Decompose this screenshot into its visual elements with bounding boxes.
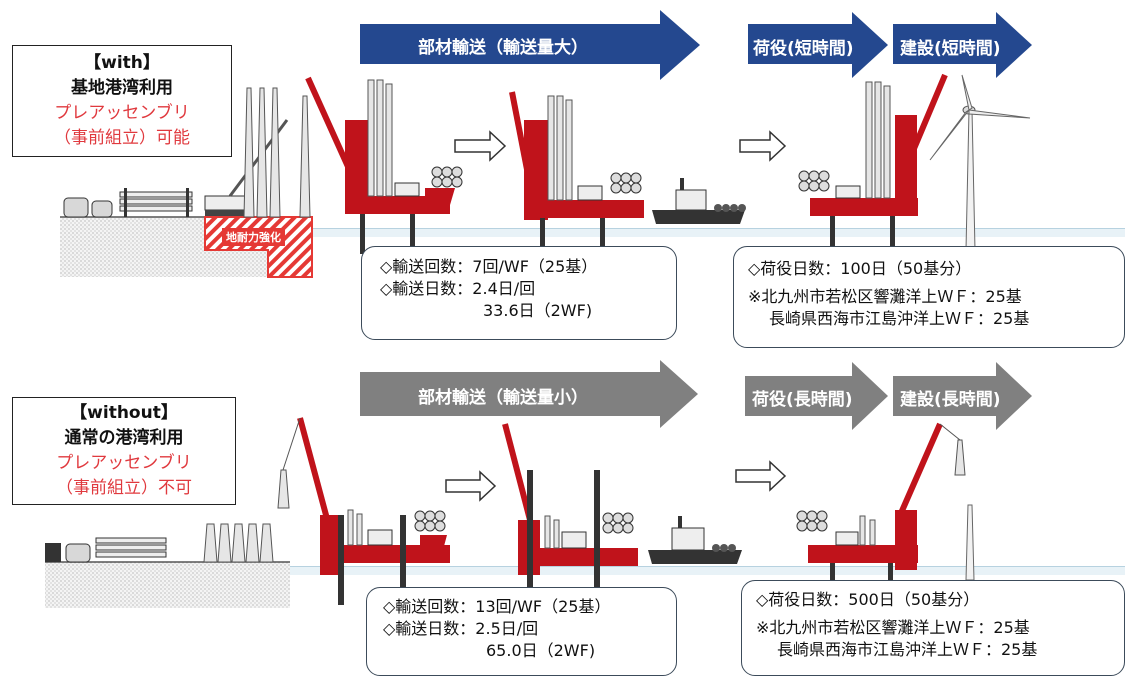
bottom-build-arrow-label: 建設(長時間) — [900, 390, 1001, 410]
top-step-arrow-2 — [739, 130, 787, 162]
top-blade-stack — [119, 188, 193, 217]
top-scenario-label: 【with】 基地港湾利用 プレアッセンブリ （事前組立）可能 — [12, 45, 232, 157]
top-transport-info-box: ◇輸送回数：7回/WF（25基） ◇輸送日数：2.4日/回 33.6日（2WF) — [361, 246, 677, 340]
bottom-step-arrow-2 — [735, 460, 787, 492]
bottom-transport-days: ◇輸送日数：2.5日/回 — [383, 619, 539, 638]
bottom-water — [290, 567, 1125, 575]
bottom-tower-sections — [203, 523, 274, 563]
top-arrow-build — [893, 12, 1032, 78]
bottom-bollard — [45, 543, 61, 562]
top-wind-turbine — [929, 74, 1031, 251]
bottom-transport-count: ◇輸送回数：13回/WF（25基） — [383, 597, 611, 616]
top-scenario-preassembly-status: （事前組立）可能 — [54, 128, 190, 148]
top-step-arrow-1 — [454, 130, 507, 162]
bottom-quay-crane — [277, 417, 333, 531]
top-transport-days: ◇輸送日数：2.4日/回 — [380, 279, 536, 298]
top-sep-vessel-3 — [798, 73, 948, 256]
bottom-turbine-tower — [965, 504, 975, 581]
bottom-site-2: 長崎県西海市江島沖洋上ＷＦ：25基 — [777, 640, 1038, 659]
bottom-transport-info-box: ◇輸送回数：13回/WF（25基） ◇輸送日数：2.5日/回 65.0日（2WF… — [366, 587, 677, 676]
top-transport-total: 33.6日（2WF) — [483, 301, 593, 320]
bottom-site-1: ※北九州市若松区響灘洋上ＷＦ：25基 — [756, 618, 1030, 637]
bottom-unload-days: ◇荷役日数：500日（50基分） — [756, 590, 980, 609]
bottom-transport-total: 65.0日（2WF) — [486, 641, 596, 660]
top-tugboat — [652, 178, 746, 224]
bottom-scenario-preassembly-status: （事前組立）不可 — [56, 478, 192, 498]
bottom-container — [65, 543, 91, 563]
bottom-scenario-preassembly: プレアッセンブリ — [56, 453, 192, 473]
top-unload-arrow-label: 荷役(短時間) — [753, 39, 854, 59]
top-container-2 — [91, 200, 113, 218]
top-preassembled-towers — [243, 87, 311, 218]
bottom-tugboat — [648, 516, 742, 564]
top-site-1: ※北九州市若松区響灘洋上ＷＦ：25基 — [748, 287, 1022, 306]
bottom-arrow-transport — [360, 360, 698, 428]
top-transport-count: ◇輸送回数：7回/WF（25基） — [380, 257, 598, 276]
top-container-1 — [63, 197, 89, 218]
top-sep-vessel-2 — [509, 91, 644, 258]
top-scenario-preassembly: プレアッセンブリ — [54, 103, 190, 123]
top-sep-vessel-1 — [305, 76, 463, 254]
bottom-arrow-build — [893, 362, 1032, 430]
top-arrow-transport — [360, 10, 700, 80]
bottom-transport-arrow-label: 部材輸送（輸送量小） — [418, 388, 588, 408]
bottom-quay-ground — [45, 562, 290, 608]
bottom-scenario-label: 【without】 通常の港湾利用 プレアッセンブリ （事前組立）不可 — [12, 397, 236, 505]
top-build-arrow-label: 建設(短時間) — [900, 39, 1001, 59]
bottom-sep-vessel-3 — [796, 422, 966, 603]
top-unload-info-box: ◇荷役日数：100日（50基分） ※北九州市若松区響灘洋上ＷＦ：25基 長崎県西… — [733, 246, 1125, 348]
top-scenario-title: 【with】 — [84, 53, 160, 73]
top-site-2: 長崎県西海市江島沖洋上ＷＦ：25基 — [769, 309, 1030, 328]
top-scenario-subtitle: 基地港湾利用 — [71, 78, 173, 98]
top-water — [300, 229, 1125, 237]
ground-reinforcement-label: 地耐力強化 — [222, 228, 285, 246]
bottom-unload-info-box: ◇荷役日数：500日（50基分） ※北九州市若松区響灘洋上ＷＦ：25基 長崎県西… — [741, 580, 1125, 676]
bottom-arrow-unload — [745, 362, 888, 430]
bottom-unload-arrow-label: 荷役(長時間) — [752, 390, 853, 410]
bottom-sep-vessel-1 — [320, 509, 450, 605]
bottom-sep-vessel-2 — [502, 423, 638, 600]
bottom-scenario-subtitle: 通常の港湾利用 — [64, 428, 184, 448]
bottom-step-arrow-1 — [445, 470, 497, 502]
bottom-scenario-title: 【without】 — [70, 403, 178, 423]
top-unload-days: ◇荷役日数：100日（50基分） — [748, 259, 972, 278]
top-transport-arrow-label: 部材輸送（輸送量大） — [418, 38, 588, 58]
top-arrow-unload — [748, 12, 888, 78]
bottom-blade-stack — [95, 537, 167, 558]
